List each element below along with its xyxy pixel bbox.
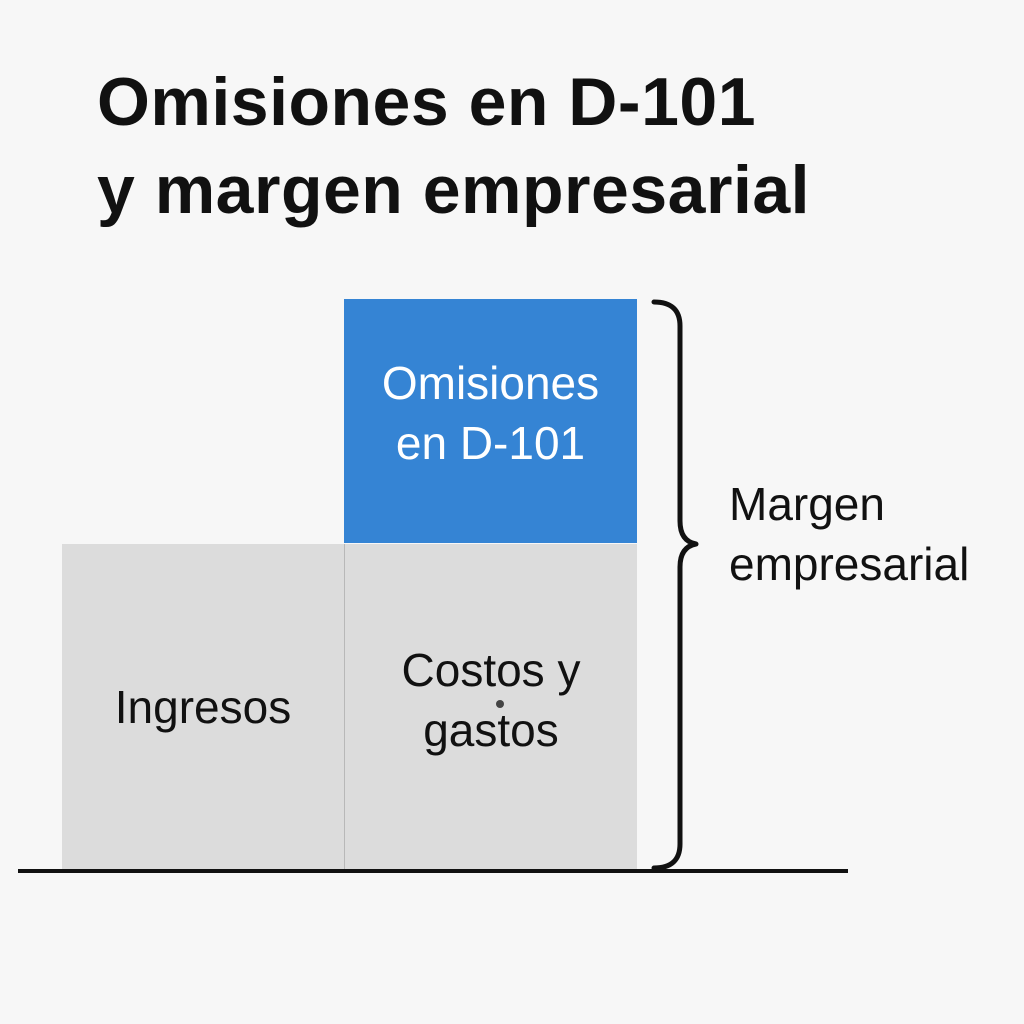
margen-empresarial-label: Margen empresarial — [729, 474, 969, 594]
costos-label-line-1: Costos y — [401, 644, 581, 696]
title-line-1: Omisiones en D-101 — [97, 64, 757, 140]
omisiones-label-line-2: en D-101 — [395, 417, 586, 469]
baseline-axis — [18, 869, 848, 873]
curly-brace-icon — [651, 299, 699, 871]
costos-gastos-block: Costos y gastos — [344, 544, 637, 870]
ingresos-block: Ingresos — [62, 544, 344, 870]
dot-marker — [496, 700, 504, 708]
omisiones-label-line-1: Omisiones — [381, 357, 600, 409]
diagram-title: Omisiones en D-101 y margen empresarial — [97, 58, 810, 234]
costos-label-line-2: gastos — [423, 704, 559, 756]
title-line-2: y margen empresarial — [97, 152, 811, 228]
margen-label-line-1: Margen — [729, 478, 885, 530]
margen-label-line-2: empresarial — [729, 538, 970, 590]
omisiones-block: Omisiones en D-101 — [344, 299, 637, 543]
ingresos-label: Ingresos — [114, 681, 292, 733]
